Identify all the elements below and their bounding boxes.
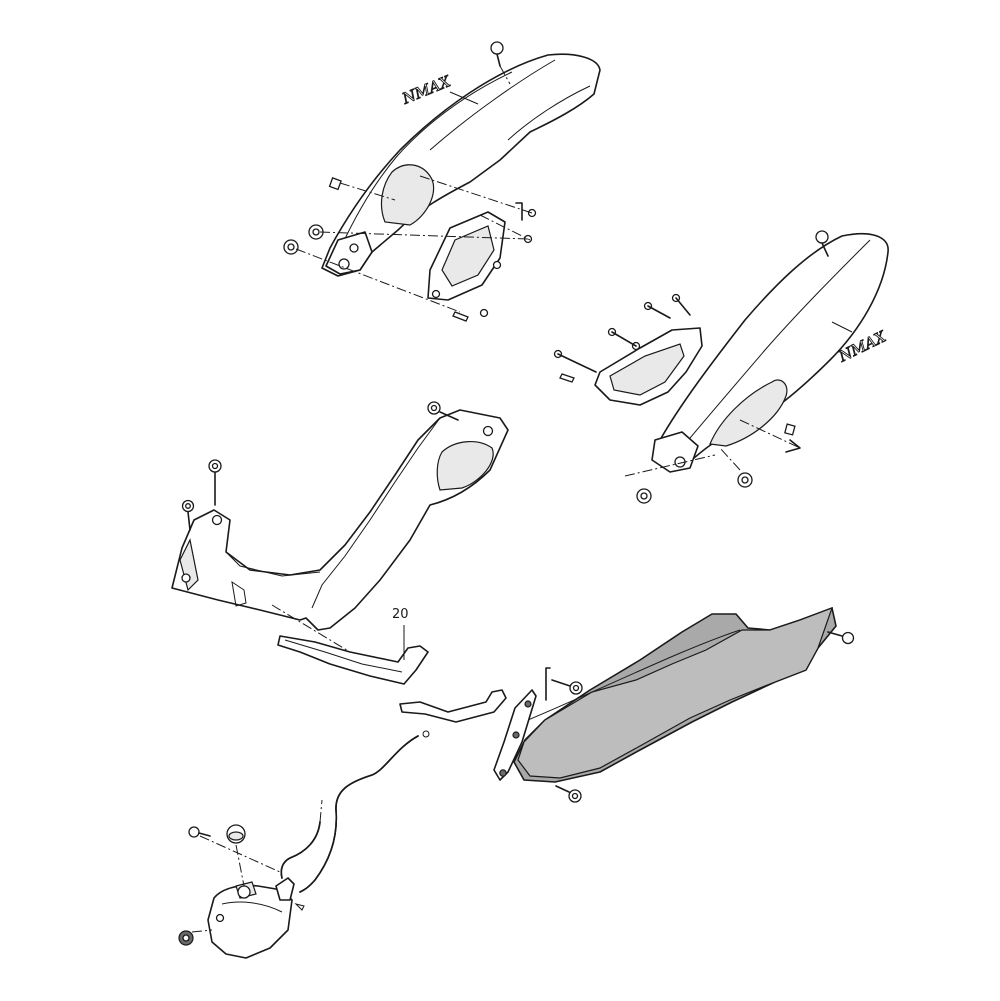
- top-left-fasteners[interactable]: [283, 175, 537, 322]
- side-trim-strip[interactable]: [399, 689, 507, 723]
- footrest-strip-part-20[interactable]: [277, 625, 429, 685]
- svg-text:NMAX: NMAX: [399, 72, 454, 108]
- callout-20: 20: [392, 607, 409, 622]
- under-cover-panel[interactable]: [171, 409, 509, 631]
- floor-panel-fasteners[interactable]: [545, 631, 855, 803]
- rear-cover-left-logo: NMAX: [398, 71, 454, 108]
- inner-bracket-panel[interactable]: [427, 211, 506, 301]
- under-cover-fasteners[interactable]: [181, 401, 459, 656]
- right-cover-top-clip[interactable]: [815, 230, 829, 257]
- reservoir-tank[interactable]: [207, 877, 295, 959]
- right-fasteners[interactable]: [553, 293, 801, 504]
- svg-text:20: 20: [392, 607, 409, 622]
- top-clip[interactable]: [490, 41, 511, 85]
- rear-side-cover-left[interactable]: [321, 53, 601, 277]
- floor-side-panel-highlighted[interactable]: [493, 606, 837, 783]
- inner-bracket-right[interactable]: [594, 327, 703, 406]
- rear-side-cover-right[interactable]: [651, 232, 889, 473]
- reservoir-fasteners[interactable]: [178, 824, 305, 946]
- reservoir-hose[interactable]: [280, 730, 430, 893]
